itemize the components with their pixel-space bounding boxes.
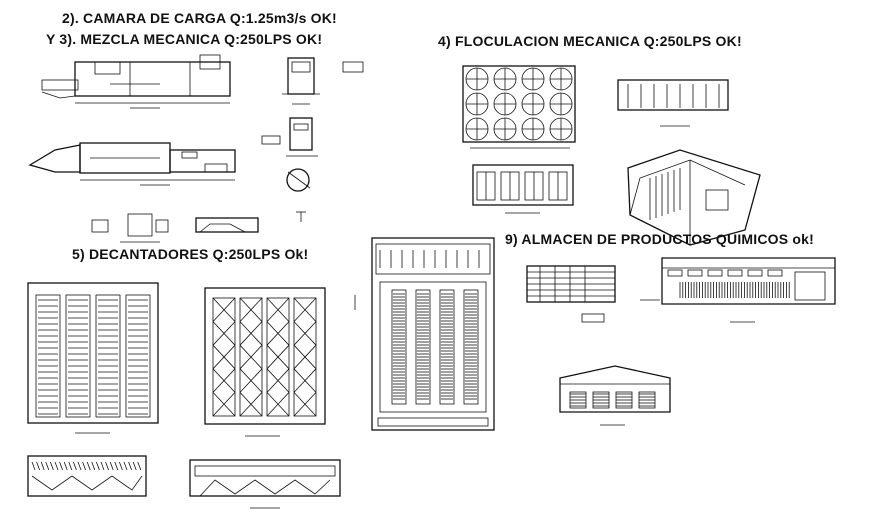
floculacion-section: [617, 79, 729, 127]
decantador-section-2: [189, 459, 341, 509]
title-mezcla-mecanica: Y 3). MEZCLA MECANICA Q:250LPS OK!: [46, 31, 323, 47]
title-almacen-productos-quimicos: 9) ALMACEN DE PRODUCTOS QUIMICOS ok!: [505, 231, 814, 247]
title-floculacion-mecanica: 4) FLOCULACION MECANICA Q:250LPS OK!: [438, 33, 742, 49]
camara-small-details: [91, 213, 259, 243]
almacen-elevation-long: [640, 257, 836, 323]
title-camara-de-carga: 2). CAMARA DE CARGA Q:1.25m3/s OK!: [62, 10, 337, 26]
camara-plan-top: [41, 54, 231, 109]
decantador-plan-2: [204, 287, 326, 437]
camara-section-small: [282, 57, 364, 105]
floculacion-isometric: [627, 149, 761, 246]
title-decantadores: 5) DECANTADORES Q:250LPS Ok!: [72, 246, 309, 262]
decantador-plan-1: [27, 282, 159, 434]
filtros-plan-central: [354, 237, 495, 431]
camara-plan-bottom: [28, 142, 236, 186]
floculacion-plan: [462, 65, 576, 149]
floculacion-elevation: [472, 164, 574, 214]
decantador-section-1: [27, 455, 147, 497]
camara-details-right: [261, 117, 318, 222]
almacen-section: [559, 365, 671, 426]
almacen-table: [526, 265, 616, 323]
